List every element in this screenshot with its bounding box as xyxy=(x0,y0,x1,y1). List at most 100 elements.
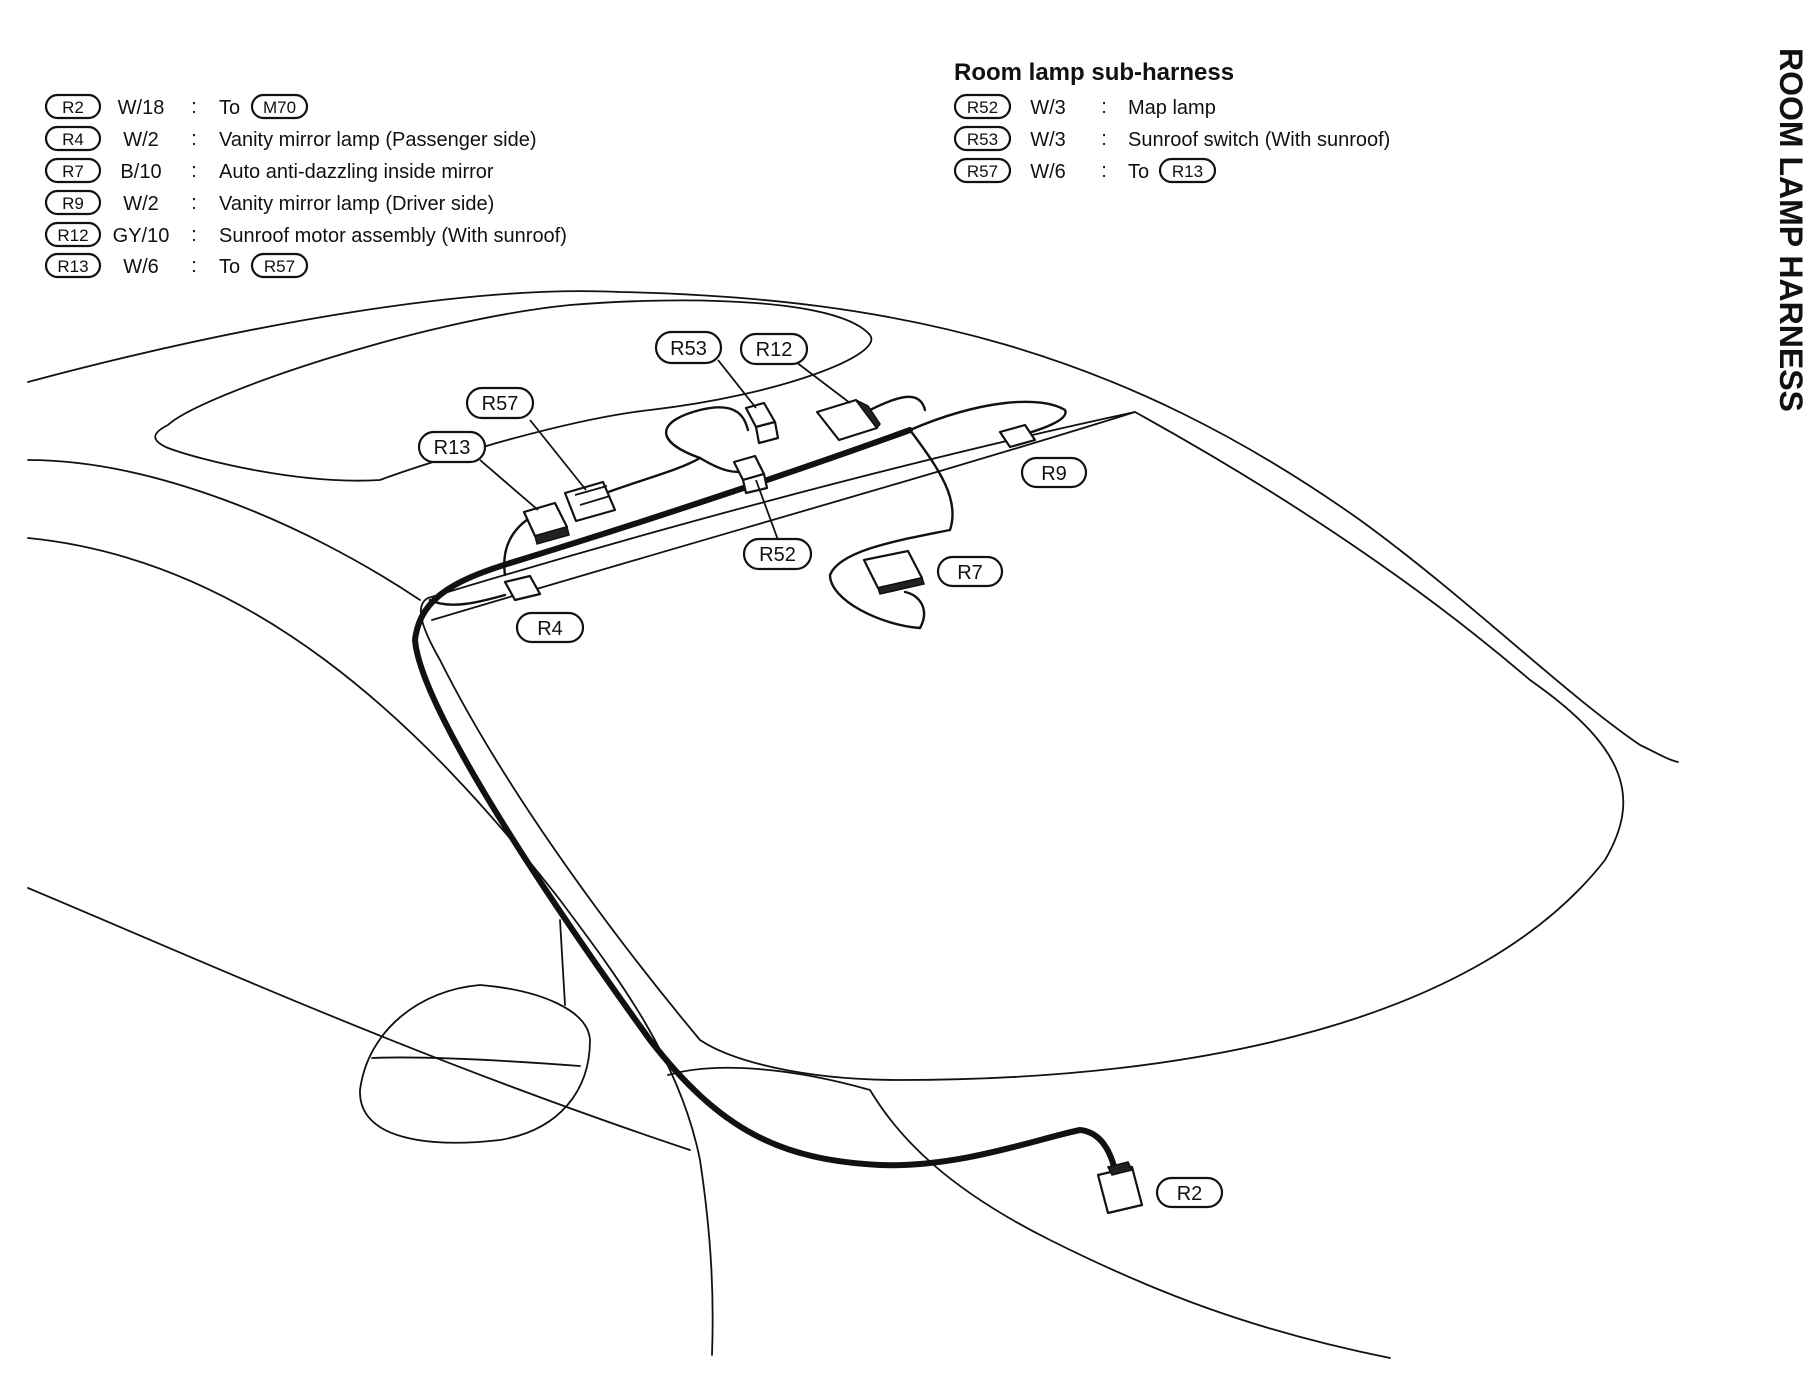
svg-text:R4: R4 xyxy=(537,618,563,640)
connector-r52 xyxy=(732,454,769,495)
connectors xyxy=(503,398,1144,1215)
connector-r57 xyxy=(563,480,617,523)
sub-harness-list: Room lamp sub-harness R52 W/3 : Map lamp… xyxy=(953,59,1390,184)
roof-edge xyxy=(27,290,1679,763)
mirror-stalk xyxy=(559,919,566,1006)
label-r7: R7 xyxy=(936,555,1004,588)
svg-text:R53: R53 xyxy=(670,338,707,360)
connector-description: Sunroof motor assembly (With sunroof) xyxy=(219,225,567,247)
r12-leader xyxy=(795,361,851,404)
connector-r9 xyxy=(998,423,1037,449)
connector-code: R7 xyxy=(62,162,84,181)
list-item: R52 W/3 : Map lamp xyxy=(953,93,1216,120)
sunroof-opening xyxy=(154,299,873,482)
r13-leader xyxy=(479,459,539,511)
separator: : xyxy=(191,192,197,214)
label-r9: R9 xyxy=(1020,456,1088,489)
wire-spec: W/3 xyxy=(1030,129,1066,151)
page-title: ROOM LAMP HARNESS xyxy=(1773,48,1809,412)
separator: : xyxy=(191,255,197,277)
connector-code: R13 xyxy=(57,257,88,276)
connector-ref: M70 xyxy=(263,98,296,117)
list-item: R2 W/18 : To M70 xyxy=(44,93,309,120)
label-r2: R2 xyxy=(1155,1176,1224,1209)
connector-r4 xyxy=(503,574,542,602)
connector-code: R12 xyxy=(57,226,88,245)
svg-text:R13: R13 xyxy=(434,437,471,459)
wire-spec: W/18 xyxy=(118,97,165,119)
r57-wire xyxy=(598,456,702,497)
r9-wire xyxy=(908,400,1067,438)
connector-code: R57 xyxy=(967,162,998,181)
connector-code: R4 xyxy=(62,130,84,149)
separator: : xyxy=(191,96,197,118)
r7-wire xyxy=(828,428,954,630)
sub-harness-title: Room lamp sub-harness xyxy=(954,59,1234,86)
r53-wire xyxy=(665,406,750,460)
cowl-line xyxy=(667,1066,1391,1359)
separator: : xyxy=(1101,128,1107,150)
svg-text:R9: R9 xyxy=(1041,463,1067,485)
wire-spec: W/3 xyxy=(1030,97,1066,119)
svg-text:R2: R2 xyxy=(1177,1183,1203,1205)
r57-leader xyxy=(529,419,587,491)
r53-leader xyxy=(717,359,757,409)
label-r53: R53 xyxy=(654,330,723,365)
connector-r13 xyxy=(522,501,570,545)
separator: : xyxy=(191,160,197,182)
separator: : xyxy=(1101,96,1107,118)
svg-text:R57: R57 xyxy=(482,393,519,415)
connector-description: Sunroof switch (With sunroof) xyxy=(1128,129,1390,151)
label-r4: R4 xyxy=(515,611,585,644)
connector-code: R52 xyxy=(967,98,998,117)
list-item: R9 W/2 : Vanity mirror lamp (Driver side… xyxy=(44,189,494,216)
wire-spec: W/2 xyxy=(123,193,159,215)
svg-text:R52: R52 xyxy=(759,544,796,566)
door-line xyxy=(27,537,714,1356)
connector-r7 xyxy=(862,549,925,595)
connector-r2 xyxy=(1096,1161,1144,1215)
connector-description: Map lamp xyxy=(1128,97,1216,119)
connector-code: R53 xyxy=(967,130,998,149)
r12-wire xyxy=(868,395,927,412)
a-pillar xyxy=(27,459,421,601)
separator: : xyxy=(191,224,197,246)
wire-spec: GY/10 xyxy=(113,225,170,247)
wire-spec: W/2 xyxy=(123,129,159,151)
connector-description: To xyxy=(1128,161,1149,183)
label-r52: R52 xyxy=(742,537,813,571)
connector-r12 xyxy=(815,398,881,442)
wire-spec: B/10 xyxy=(120,161,161,183)
connector-code: R9 xyxy=(62,194,84,213)
wire-spec: W/6 xyxy=(123,256,159,278)
connector-ref: R13 xyxy=(1172,162,1203,181)
svg-text:R7: R7 xyxy=(957,562,983,584)
connector-description: Auto anti-dazzling inside mirror xyxy=(219,161,494,183)
label-r12: R12 xyxy=(739,332,809,366)
fender-line xyxy=(27,887,691,1151)
list-item: R13 W/6 : To R57 xyxy=(44,252,309,279)
list-item: R7 B/10 : Auto anti-dazzling inside mirr… xyxy=(44,157,494,184)
side-mirror-detail xyxy=(371,1056,581,1067)
list-item: R12 GY/10 : Sunroof motor assembly (With… xyxy=(44,221,567,248)
list-item: R53 W/3 : Sunroof switch (With sunroof) xyxy=(953,125,1390,152)
label-r13: R13 xyxy=(417,430,487,464)
connector-ref: R57 xyxy=(264,257,295,276)
leader-lines xyxy=(479,359,851,541)
connector-description: To xyxy=(219,256,240,278)
r52-leader xyxy=(755,479,779,541)
list-item: R4 W/2 : Vanity mirror lamp (Passenger s… xyxy=(44,125,537,152)
connector-list: R2 W/18 : To M70 R4 W/2 : Vanity mirror … xyxy=(44,93,567,279)
svg-text:R12: R12 xyxy=(756,339,793,361)
separator: : xyxy=(191,128,197,150)
wire-spec: W/6 xyxy=(1030,161,1066,183)
diagram-labels: R53 R12 R57 R13 R9 R52 R7 R4 xyxy=(417,330,1224,1209)
main-harness xyxy=(412,427,1118,1173)
side-mirror xyxy=(359,984,591,1144)
vehicle-outline xyxy=(27,290,1679,1359)
connector-description: To xyxy=(219,97,240,119)
windshield-inner-line xyxy=(431,411,1136,621)
connector-description: Vanity mirror lamp (Passenger side) xyxy=(219,129,537,151)
r4-wire xyxy=(428,593,507,606)
